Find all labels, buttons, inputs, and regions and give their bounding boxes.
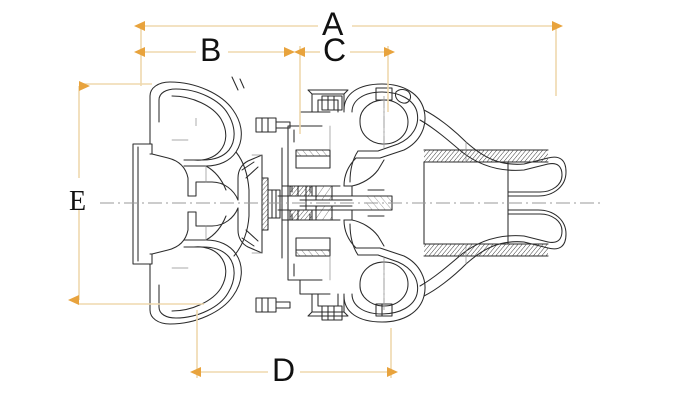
construction-detail-lines [171,99,467,307]
dimension-label-D: D [272,352,296,388]
dimension-label-C: C [323,32,347,68]
dimension-annotations [68,21,563,378]
compressor-housing-volute [132,76,250,325]
v-band-clamp-bolts [255,87,393,321]
technical-drawing-linework [132,76,567,325]
dimension-label-B: B [200,32,222,68]
shaft-centerline [100,96,600,310]
dimension-label-A: A [322,6,344,42]
section-hatching [262,150,548,256]
extension-lines [79,24,557,378]
dimension-label-E: E [69,186,87,217]
